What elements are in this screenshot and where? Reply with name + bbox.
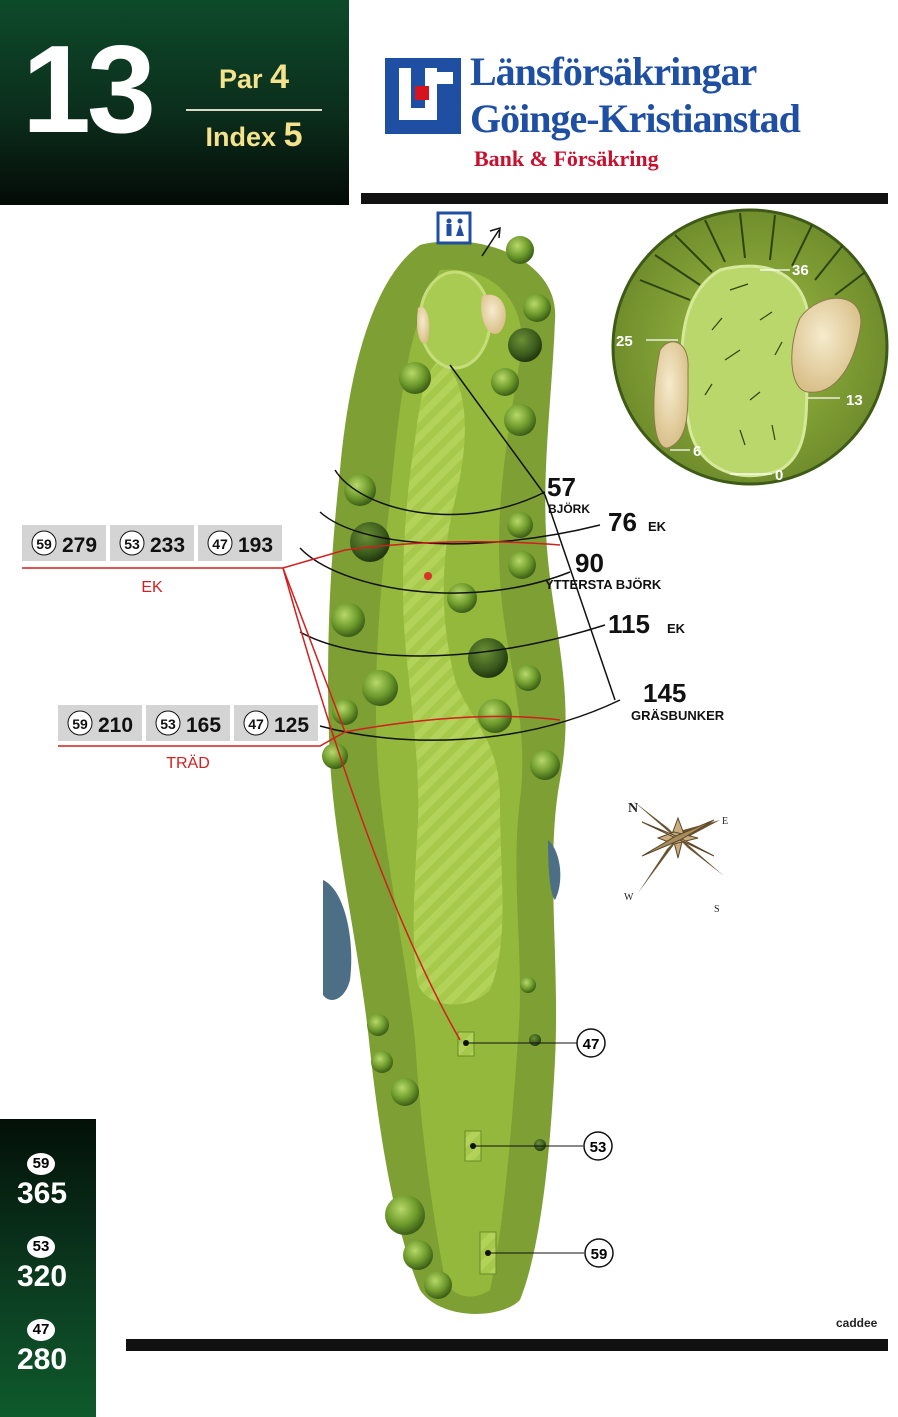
carry-tee: 47 bbox=[248, 716, 264, 732]
header-divider bbox=[186, 109, 322, 111]
distance-90: 90 bbox=[575, 548, 604, 578]
distance-115-label: EK bbox=[667, 621, 686, 636]
hole-header: 13 Par 4 Index 5 bbox=[0, 0, 349, 205]
distance-115: 115 bbox=[608, 609, 650, 639]
index-value: 5 bbox=[283, 116, 303, 154]
carry-tee: 53 bbox=[160, 716, 176, 732]
distance-90-label: YTTERSTA BJÖRK bbox=[545, 577, 662, 592]
greenside-bunker bbox=[417, 306, 430, 344]
hole-number: 13 bbox=[22, 21, 156, 159]
green-depth-6: 6 bbox=[693, 443, 701, 460]
footer-rule bbox=[126, 1339, 888, 1351]
target-dot bbox=[424, 572, 432, 580]
carry-box-trad: 59 210 53 165 47 125 TRÄD bbox=[58, 705, 318, 772]
distance-76: 76 bbox=[608, 507, 637, 537]
par-value: 4 bbox=[270, 58, 289, 96]
par-label: Par bbox=[219, 64, 263, 94]
water-hazard bbox=[323, 880, 352, 1000]
tee-length: 280 bbox=[16, 1343, 68, 1376]
carry-label-trad: TRÄD bbox=[166, 754, 210, 772]
carry-tee: 59 bbox=[72, 716, 88, 732]
distance-76-label: EK bbox=[648, 519, 667, 534]
tee-marker-53: 53 bbox=[583, 1131, 613, 1161]
distance-arcs bbox=[299, 364, 621, 741]
sponsor-tagline: Bank & Försäkring bbox=[474, 146, 659, 171]
tee-badge: 59 bbox=[27, 1153, 55, 1175]
green-depth-0: 0 bbox=[775, 467, 783, 484]
tee-leaders bbox=[466, 1042, 584, 1254]
green-depth-13: 13 bbox=[846, 392, 863, 409]
compass-e: E bbox=[722, 816, 728, 827]
tee-marker-47: 47 bbox=[576, 1028, 606, 1058]
carry-label-ek: EK bbox=[141, 579, 163, 596]
brand-mark: caddee bbox=[836, 1316, 878, 1330]
sponsor-name-line2: Göinge-Kristianstad bbox=[470, 96, 801, 141]
par-info: Par 4 bbox=[186, 58, 322, 97]
distance-57-label: BJÖRK bbox=[548, 501, 590, 516]
carry-tee: 53 bbox=[124, 536, 140, 552]
green-depth-25: 25 bbox=[616, 333, 633, 350]
header-rule bbox=[361, 193, 888, 204]
green-depth-36: 36 bbox=[792, 262, 809, 279]
tee-badge: 47 bbox=[27, 1319, 55, 1341]
sponsor-logo-icon bbox=[385, 58, 461, 134]
green-detail-inset: 36 25 13 6 0 bbox=[611, 208, 889, 486]
detail-bunker-left bbox=[653, 341, 689, 449]
sponsor-name-line1: Länsförsäkringar bbox=[470, 49, 757, 94]
carry-dist: 193 bbox=[238, 534, 273, 557]
index-label: Index bbox=[205, 122, 277, 152]
tee-length: 320 bbox=[16, 1260, 68, 1293]
tee-marker-label: 59 bbox=[591, 1246, 608, 1263]
greenside-bunker bbox=[481, 294, 506, 334]
carry-dist: 233 bbox=[150, 534, 185, 557]
fairway bbox=[403, 360, 503, 1005]
tee-length: 365 bbox=[16, 1177, 68, 1210]
toilet-icon bbox=[436, 211, 472, 245]
water-hazard bbox=[548, 840, 561, 900]
slope-hatching bbox=[639, 212, 869, 301]
index-info: Index 5 bbox=[186, 116, 322, 155]
tee-length-panel: 59 365 53 320 47 280 bbox=[0, 1119, 96, 1417]
carry-tee: 59 bbox=[36, 536, 52, 552]
carry-dist: 279 bbox=[62, 534, 97, 557]
distance-145-label: GRÄSBUNKER bbox=[631, 708, 725, 723]
compass-s: S bbox=[714, 904, 720, 915]
carry-dist: 165 bbox=[186, 714, 221, 737]
distance-145: 145 bbox=[643, 678, 686, 708]
carry-dist: 210 bbox=[98, 714, 133, 737]
hole-map: 47 53 59 57 BJÖRK 76 EK 90 YTTERSTA BJÖR… bbox=[22, 208, 889, 1314]
trees bbox=[322, 236, 560, 1299]
green-depth-ticks bbox=[646, 269, 840, 475]
green-contour-marks bbox=[704, 283, 783, 446]
tee-marker-59: 59 bbox=[584, 1238, 614, 1268]
next-hole-arrow-icon bbox=[481, 226, 501, 257]
tee-badge: 53 bbox=[27, 1236, 55, 1258]
compass-rose-icon: N E S W bbox=[624, 800, 728, 915]
compass-n: N bbox=[628, 801, 638, 816]
compass-w: W bbox=[624, 892, 634, 903]
carry-lines bbox=[22, 540, 561, 1041]
carry-dist: 125 bbox=[274, 714, 309, 737]
carry-tee: 47 bbox=[212, 536, 228, 552]
carry-box-ek: 59 279 53 233 47 193 EK bbox=[22, 525, 282, 596]
green bbox=[418, 270, 492, 370]
detail-bunker-right bbox=[791, 297, 862, 393]
tee-marker-label: 47 bbox=[583, 1036, 600, 1053]
tee-marker-label: 53 bbox=[590, 1139, 607, 1156]
distance-57: 57 bbox=[547, 472, 576, 502]
